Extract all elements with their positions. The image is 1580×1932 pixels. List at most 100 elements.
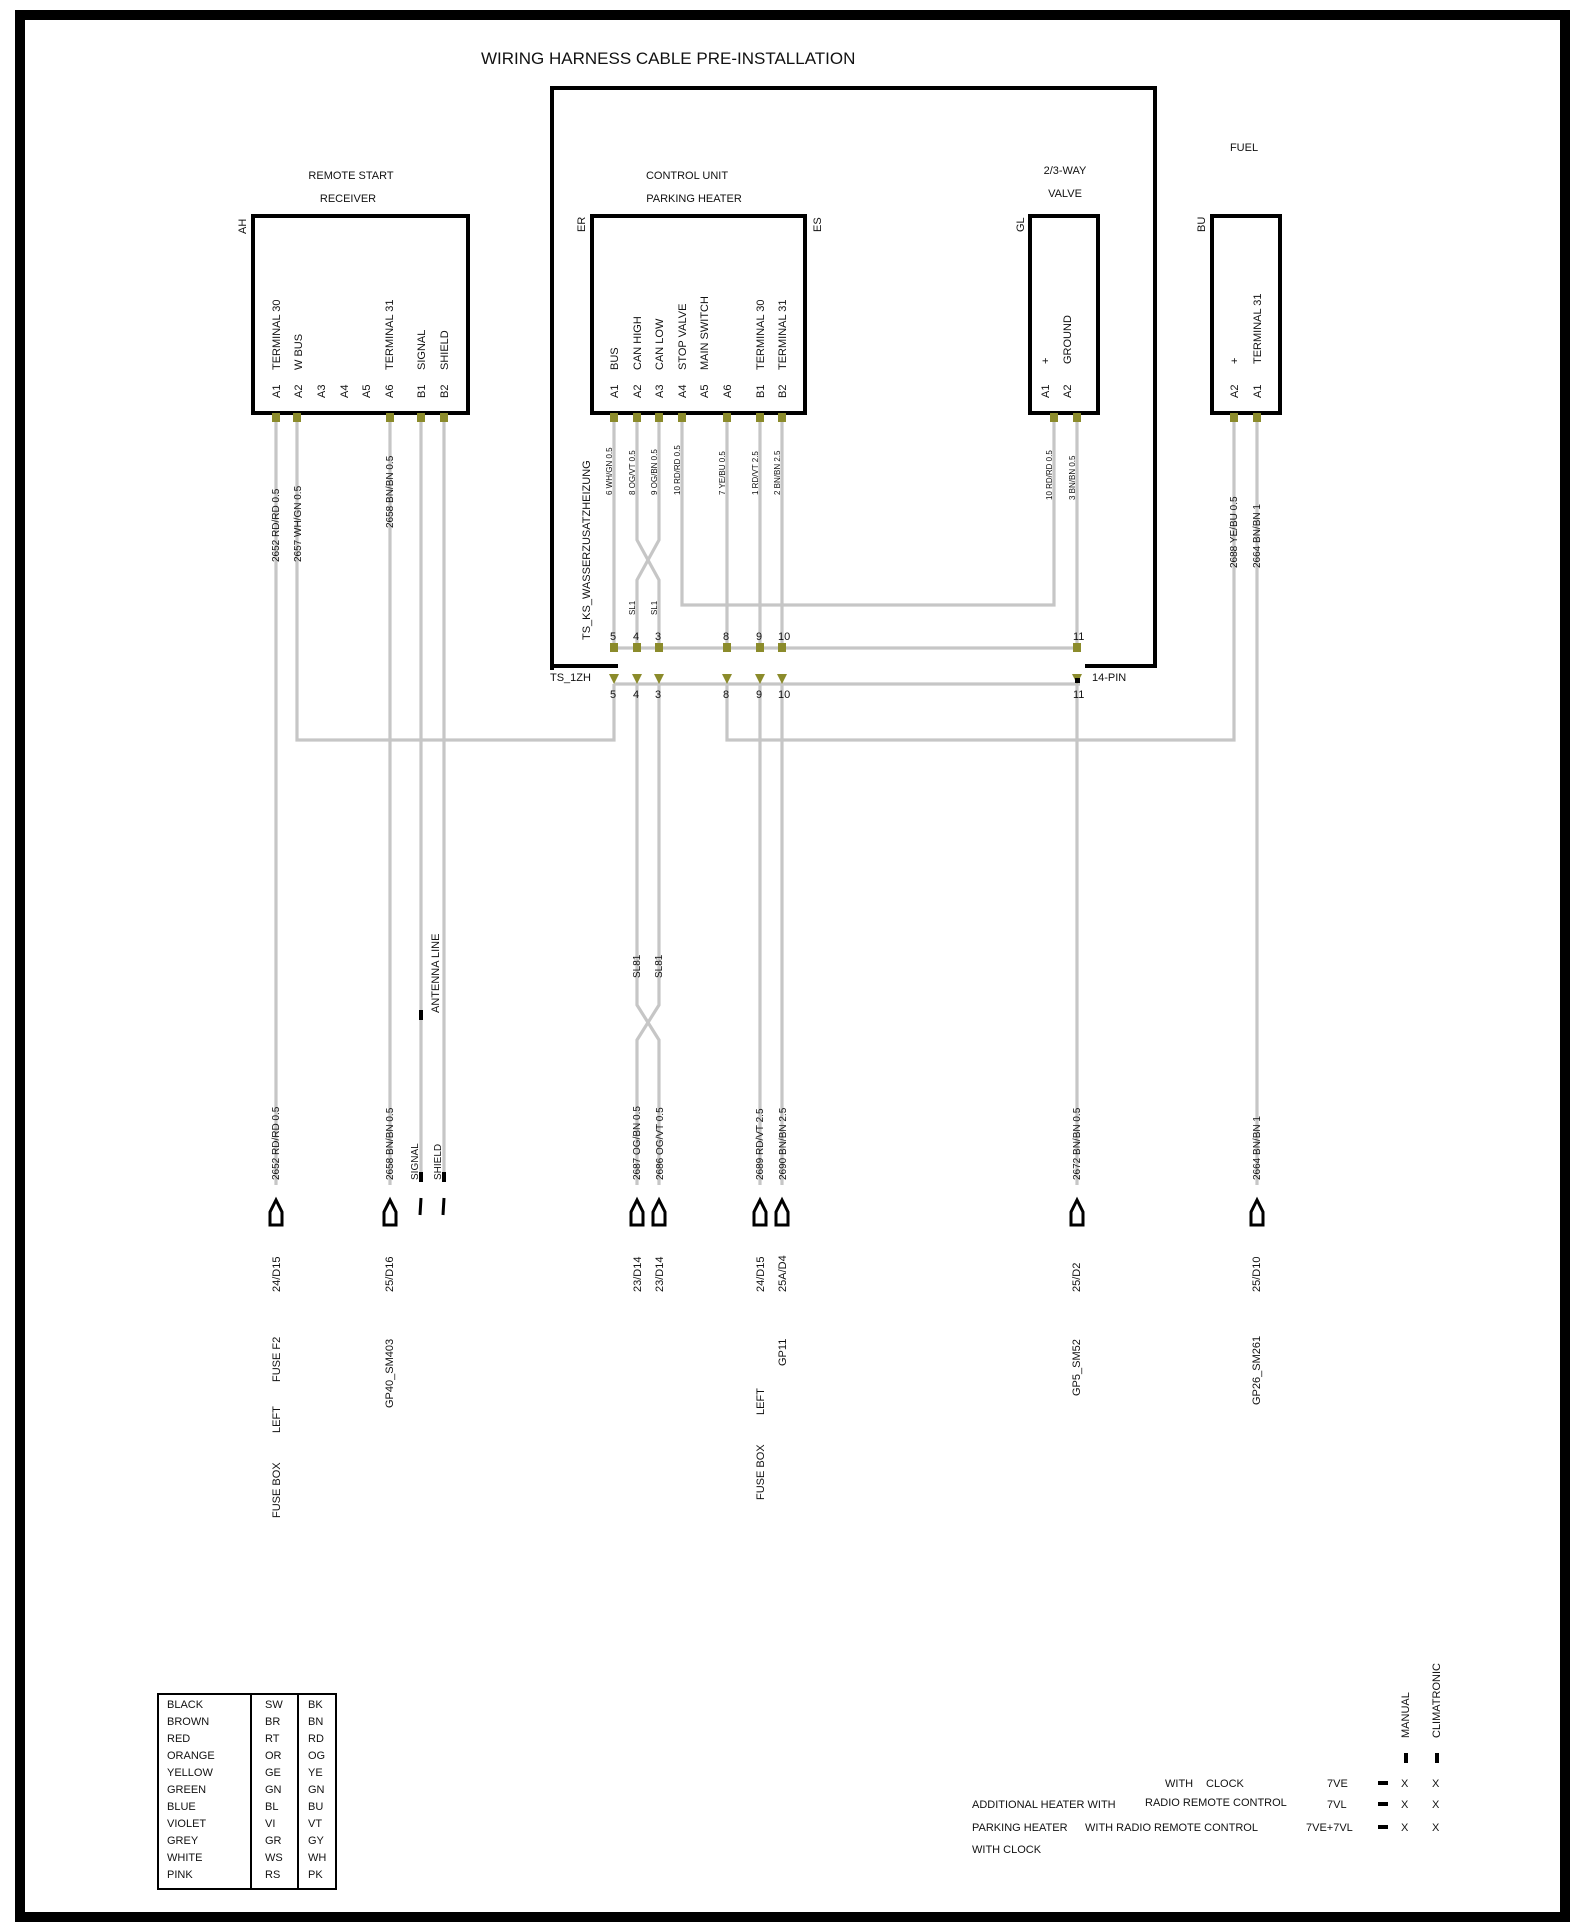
- upper-wire-labels: 2652 RD/RD 0.5 2657 WH/GN 0.5 2658 BN/BN…: [271, 445, 1263, 568]
- color-name: GREY: [167, 1835, 199, 1847]
- upper-wiring: [274, 417, 1259, 1185]
- color-code-de: VI: [265, 1818, 275, 1830]
- harness-outline: [550, 86, 1157, 670]
- color-code-en: WH: [308, 1852, 326, 1864]
- svg-text:X: X: [1401, 1822, 1409, 1834]
- code-es: ES: [812, 217, 824, 232]
- svg-text:FUSE BOX: FUSE BOX: [755, 1444, 767, 1500]
- wire-label: 2689 RD/VT 2.5: [755, 1108, 766, 1180]
- wire-end-marker: [442, 1172, 446, 1182]
- ring-terminal-icon: [651, 1196, 667, 1227]
- svg-text:B2: B2: [777, 385, 789, 398]
- svg-text:LEFT: LEFT: [755, 1388, 767, 1415]
- pin-terminal-mark: [778, 413, 786, 422]
- twist-label: SL81: [632, 954, 643, 978]
- pin-terminal-mark: [1230, 413, 1238, 422]
- ring-terminal-icon: [1249, 1196, 1265, 1227]
- svg-text:GP5_SM52: GP5_SM52: [1071, 1339, 1083, 1396]
- diagram-title: WIRING HARNESS CABLE PRE-INSTALLATION: [481, 49, 855, 68]
- svg-text:+: +: [1229, 358, 1241, 364]
- svg-text:A4: A4: [677, 385, 689, 398]
- svg-text:BUS: BUS: [609, 347, 621, 370]
- color-code-en: OG: [308, 1750, 325, 1762]
- terminal-destinations: 24/D15 25/D16 23/D14 23/D14 24/D15 25A/D…: [271, 1255, 1263, 1518]
- wire-label: 2 BN/BN 2.5: [773, 450, 782, 495]
- svg-text:WITH: WITH: [1165, 1778, 1193, 1790]
- color-name: ORANGE: [167, 1750, 215, 1762]
- connector-pin-upper: [655, 643, 663, 652]
- color-name: BROWN: [167, 1716, 209, 1728]
- color-code-en: BN: [308, 1716, 323, 1728]
- svg-text:TERMINAL 31: TERMINAL 31: [384, 299, 396, 370]
- wire-label: 2690 BN/BN 2.5: [778, 1107, 789, 1180]
- fuel-title: FUEL: [1230, 142, 1258, 154]
- wire-label: 2658 BN/BN 0.5: [385, 455, 396, 528]
- svg-text:SHIELD: SHIELD: [439, 330, 451, 370]
- color-code-en: YE: [308, 1767, 323, 1779]
- svg-text:LEFT: LEFT: [271, 1406, 283, 1433]
- box-pin-marks: [272, 413, 1261, 422]
- color-code-de: WS: [265, 1852, 283, 1864]
- wire-label: 10 RD/RD 0.5: [673, 445, 682, 495]
- svg-text:A2: A2: [293, 385, 305, 398]
- connector-pin-lower: [722, 674, 732, 684]
- svg-text:X: X: [1401, 1778, 1409, 1790]
- svg-text:A3: A3: [654, 385, 666, 398]
- color-name: BLUE: [167, 1801, 196, 1813]
- wire-label: 6 WH/GN 0.5: [605, 447, 614, 495]
- wire-label: 2652 RD/RD 0.5: [271, 1106, 282, 1180]
- connector-pin-number: 4: [633, 631, 639, 643]
- remote-start-pins: A1 TERMINAL 30 A2 W BUS A3 A4 A5 A6 TERM…: [271, 299, 451, 398]
- color-code-en: RD: [308, 1733, 324, 1745]
- pin-terminal-mark: [678, 413, 686, 422]
- color-code-de: GE: [265, 1767, 281, 1779]
- harness-name: TS_KS_WASSERZUSATZHEIZUNG: [581, 460, 593, 640]
- svg-text:CAN LOW: CAN LOW: [654, 318, 666, 370]
- svg-text:RADIO REMOTE CONTROL: RADIO REMOTE CONTROL: [1145, 1797, 1287, 1809]
- svg-text:GP11: GP11: [777, 1339, 789, 1366]
- color-code-de: BL: [265, 1801, 278, 1813]
- connector-pin-upper: [633, 643, 641, 652]
- connector-pin-upper: [610, 643, 618, 652]
- svg-text:FUSE BOX: FUSE BOX: [271, 1462, 283, 1518]
- connector-pin-number: 10: [778, 689, 790, 701]
- svg-text:A5: A5: [361, 385, 373, 398]
- sl-label: SL1: [628, 600, 637, 615]
- terminal-eyelets: [268, 1172, 1265, 1227]
- svg-text:A5: A5: [699, 385, 711, 398]
- connector-pin-lower: [777, 674, 787, 684]
- svg-text:A1: A1: [1040, 385, 1052, 398]
- wire-end-icon: [441, 1197, 446, 1216]
- page-frame: [15, 10, 1570, 1922]
- wire-label: 8 OG/VT 0.5: [628, 450, 637, 495]
- connector-pin-lower: [755, 674, 765, 684]
- svg-text:25/D2: 25/D2: [1071, 1263, 1083, 1292]
- connector-type: 14-PIN: [1092, 672, 1126, 684]
- svg-text:GP40_SM403: GP40_SM403: [384, 1339, 396, 1408]
- connector-name: TS_1ZH: [550, 672, 591, 684]
- ring-terminal-icon: [382, 1196, 398, 1227]
- pin-terminal-mark: [440, 413, 448, 422]
- svg-text:23/D14: 23/D14: [654, 1257, 666, 1292]
- pin-terminal-mark: [1073, 413, 1081, 422]
- color-name: PINK: [167, 1869, 193, 1881]
- svg-text:X: X: [1432, 1799, 1440, 1811]
- pin-terminal-mark: [272, 413, 280, 422]
- color-name: YELLOW: [167, 1767, 213, 1779]
- twist-label: SL81: [654, 954, 665, 978]
- color-code-en: GN: [308, 1784, 325, 1796]
- control-unit-box: [590, 214, 807, 415]
- control-unit-title-2: PARKING HEATER: [646, 193, 742, 205]
- svg-text:A2: A2: [632, 385, 644, 398]
- svg-text:24/D15: 24/D15: [755, 1257, 767, 1292]
- svg-text:TERMINAL 31: TERMINAL 31: [777, 299, 789, 370]
- pin-terminal-mark: [417, 413, 425, 422]
- svg-text:TERMINAL 30: TERMINAL 30: [755, 299, 767, 370]
- code-ah: AH: [237, 219, 249, 234]
- color-code-de: SW: [265, 1699, 283, 1711]
- wire-label: 2652 RD/RD 0.5: [271, 488, 282, 562]
- color-code-de: RT: [265, 1733, 280, 1745]
- sl-label: SL1: [650, 600, 659, 615]
- connector-pin-number: 8: [723, 689, 729, 701]
- wire-end-marker: [419, 1172, 423, 1182]
